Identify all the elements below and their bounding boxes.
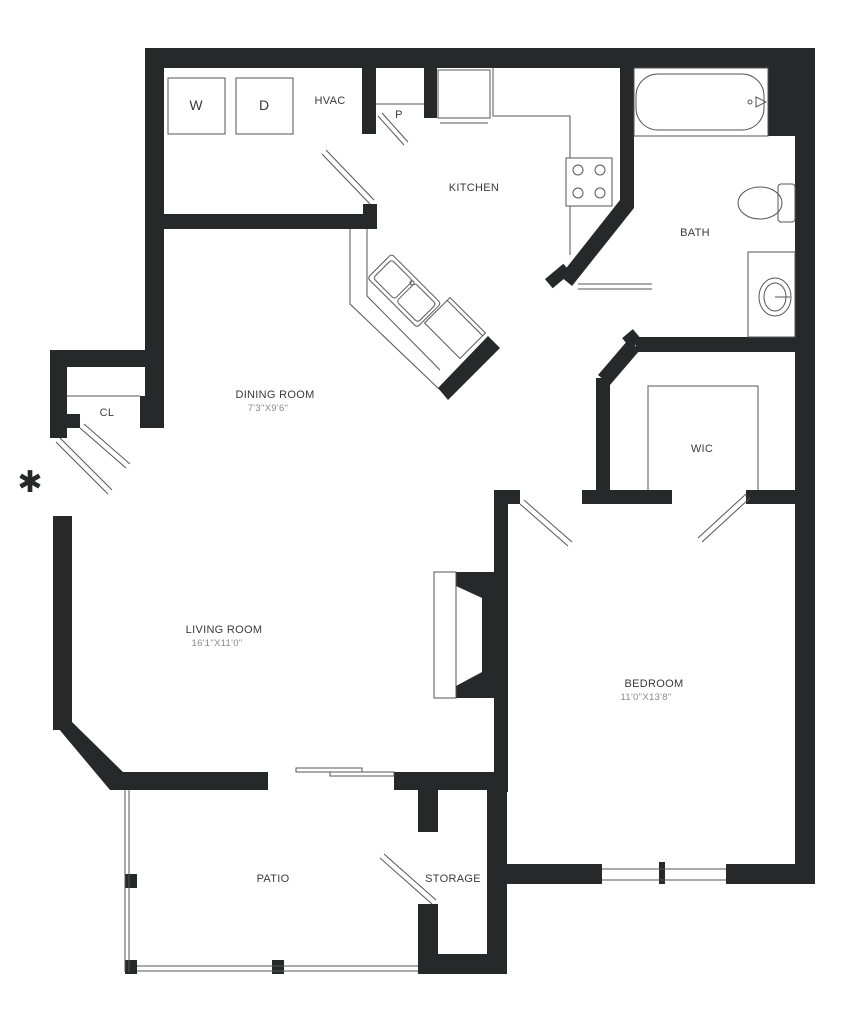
labels: W D HVAC P KITCHEN BATH CL DINING ROOM 7… <box>100 95 713 885</box>
fixtures <box>67 68 796 972</box>
dishwasher-icon <box>423 296 487 360</box>
washer-label: W <box>189 97 203 113</box>
dryer-label: D <box>259 97 269 113</box>
patio-label: PATIO <box>257 873 290 885</box>
storage-door <box>379 857 433 905</box>
bedroom-door <box>519 503 569 547</box>
pantry-label: P <box>395 109 403 121</box>
kitchen-label: KITCHEN <box>449 182 499 194</box>
closet-label: CL <box>100 407 115 419</box>
bathtub-icon <box>633 67 769 137</box>
wic-label: WIC <box>691 443 713 455</box>
entry-marker-icon: ✱ <box>17 465 42 500</box>
entry-door <box>55 441 109 495</box>
bath-sink-icon <box>758 277 792 317</box>
pantry-door <box>377 115 405 146</box>
bedroom-dimensions: 11'0"X13'8" <box>620 692 671 703</box>
toilet-icon <box>737 183 796 223</box>
laundry-door <box>321 153 371 205</box>
dryer-icon <box>235 77 294 135</box>
hvac-label: HVAC <box>315 95 346 107</box>
walls <box>50 48 815 974</box>
stove-icon <box>565 157 613 207</box>
washer-icon <box>167 77 226 135</box>
wic-door <box>697 493 747 539</box>
living-room-dimensions: 16'1"X11'0" <box>191 638 242 649</box>
storage-label: STORAGE <box>425 873 481 885</box>
living-room-label: LIVING ROOM <box>186 624 263 636</box>
bedroom-label: BEDROOM <box>625 678 684 690</box>
doors <box>55 112 751 905</box>
refrigerator-icon <box>437 69 491 124</box>
closet-door <box>79 427 127 469</box>
kitchen-sink-icon <box>368 254 441 327</box>
dining-room-dimensions: 7'3"X9'6" <box>248 403 289 414</box>
laundry-appliances <box>167 77 294 135</box>
bath-label: BATH <box>680 227 710 239</box>
dining-room-label: DINING ROOM <box>235 389 314 401</box>
